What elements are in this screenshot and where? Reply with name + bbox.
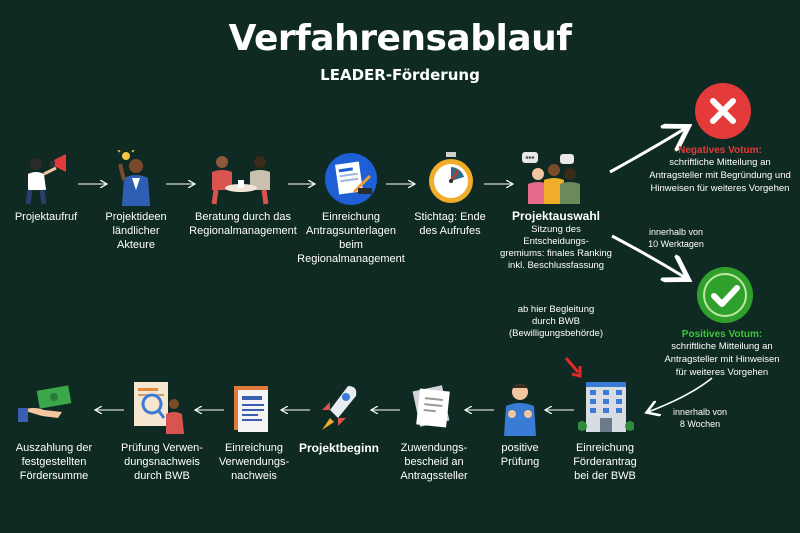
step-label: Prüfung Verwen- dungsnachweis durch BWB [121, 442, 203, 482]
step-einreichung-verwendungsnachweis: Einreichung Verwendungs- nachweis [208, 441, 300, 483]
step-projektaufruf: Projektaufruf [4, 210, 88, 224]
step-positive-pruefung: positive Prüfung [478, 441, 562, 469]
positive-text: schriftliche Mitteilung an Antragsteller… [664, 341, 780, 378]
step-label: Auszahlung der festgestellten Fördersumm… [15, 442, 93, 482]
rocket-icon [322, 386, 357, 430]
consultation-icon [211, 156, 270, 205]
step-projektauswahl: Projektauswahl Sitzung des Entscheidungs… [500, 209, 612, 272]
step-zuwendungsbescheid: Zuwendungs- bescheid an Antragssteller [388, 441, 480, 483]
review-person-icon [134, 382, 184, 434]
step-stichtag: Stichtag: Ende des Aufrufes [404, 210, 496, 238]
money-hand-icon [18, 385, 72, 422]
arrow-to-positive [611, 234, 686, 278]
step-label: positive Prüfung [500, 442, 540, 468]
idea-person-icon [117, 150, 150, 206]
note-eight-weeks: innerhalb von 8 Wochen [672, 407, 728, 429]
building-icon [578, 382, 634, 432]
red-arrow-head [571, 366, 582, 378]
step-einreichung-antrag: Einreichung Antragsunterlagen beim Regio… [296, 210, 406, 266]
step-pruefung-verwendungsnachweis: Prüfung Verwen- dungsnachweis durch BWB [112, 441, 212, 483]
document-sign-icon [325, 153, 377, 205]
negative-title: Negatives Votum: [678, 145, 762, 156]
step-label: Stichtag: Ende des Aufrufes [414, 211, 486, 237]
step-einreichung-foerderantrag: Einreichung Förderantrag bei der BWB [560, 441, 650, 483]
thumbs-up-person-icon [504, 384, 536, 436]
close-icon [695, 83, 751, 139]
step-label: Zuwendungs- bescheid an Antragssteller [400, 442, 468, 482]
step-label: Beratung durch das Regionalmanagement [189, 211, 297, 237]
megaphone-person-icon [25, 154, 66, 205]
step-sublabel: Sitzung des Entscheidungs- gremiums: fin… [500, 224, 612, 271]
step-label: Projektbeginn [298, 441, 379, 455]
note-bwb: ab hier Begleitung durch BWB (Bewilligun… [509, 304, 603, 339]
positive-votum: Positives Votum: schriftliche Mitteilung… [644, 329, 800, 379]
positive-title: Positives Votum: [681, 329, 763, 340]
red-arrow [564, 357, 580, 373]
step-projektideen: Projektideen ländlicher Akteure [96, 210, 176, 252]
report-document-icon [234, 386, 268, 432]
step-label: Einreichung Verwendungs- nachweis [218, 442, 290, 482]
step-projektbeginn: Projektbeginn [296, 441, 382, 455]
page-subtitle: LEADER-Förderung [320, 66, 480, 84]
stopwatch-icon [429, 152, 473, 203]
step-label: Einreichung Förderantrag bei der BWB [573, 442, 637, 482]
papers-icon [412, 385, 450, 428]
step-label: Projektideen ländlicher Akteure [105, 211, 167, 251]
meeting-icon [522, 152, 580, 204]
step-auszahlung: Auszahlung der festgestellten Fördersumm… [4, 441, 104, 483]
arrow-to-building [648, 377, 713, 412]
negative-votum: Negatives Votum: schriftliche Mitteilung… [640, 145, 800, 195]
step-beratung: Beratung durch das Regionalmanagement [188, 210, 298, 238]
step-label: Projektaufruf [14, 211, 78, 223]
step-label: Projektauswahl [511, 209, 601, 223]
page-title: Verfahrensablauf [228, 18, 572, 59]
negative-text: schriftliche Mitteilung an Antragsteller… [649, 157, 791, 194]
step-label: Einreichung Antragsunterlagen beim Regio… [297, 211, 405, 265]
arrow-to-negative [609, 128, 686, 174]
note-ten-days: innerhalb von 10 Werktagen [648, 227, 704, 249]
check-icon [697, 267, 753, 323]
